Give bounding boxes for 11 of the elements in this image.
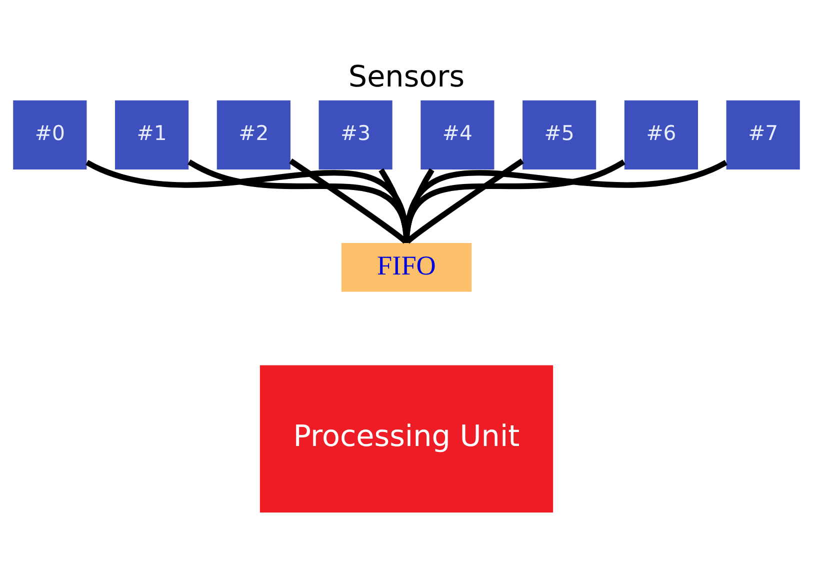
node-box: #7	[726, 100, 800, 169]
node-box: #5	[522, 100, 596, 169]
node-box: #1	[115, 100, 189, 169]
node-box: Processing Unit	[260, 364, 554, 512]
node-box: #4	[420, 100, 494, 169]
node-box: #0	[13, 100, 87, 169]
node-box: #3	[318, 100, 392, 169]
node-box: #2	[216, 100, 290, 169]
node-box: FIFO	[341, 242, 472, 292]
diagram-title: Sensors	[348, 59, 465, 94]
node-box: #6	[624, 100, 698, 169]
